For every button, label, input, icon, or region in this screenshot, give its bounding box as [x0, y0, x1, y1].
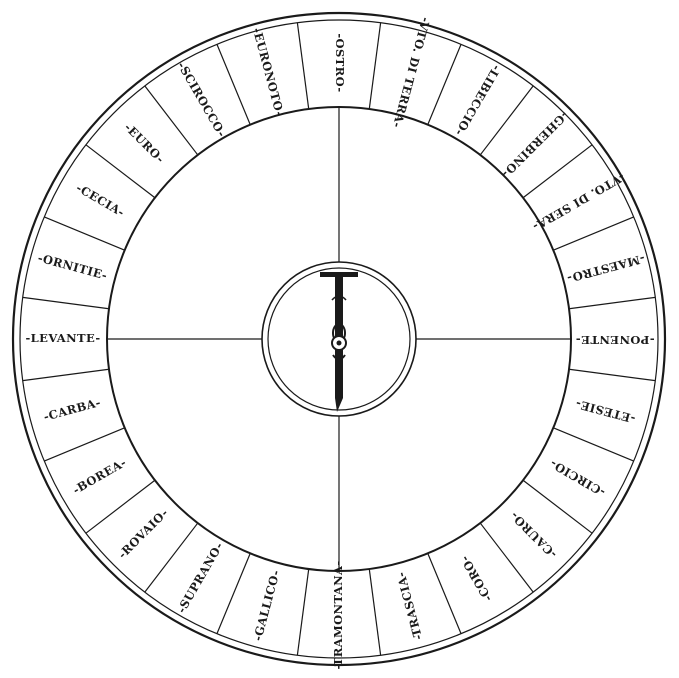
sector-divider: [569, 297, 655, 308]
wind-label: -SUPRANO-: [174, 540, 226, 616]
wind-label: -OSTRO-: [333, 33, 347, 92]
wind-label: -CAURO-: [507, 509, 560, 562]
wind-label: -CECIA-: [74, 181, 128, 220]
wind-label: -PONENTE-: [575, 333, 654, 347]
wind-label: -CIRCIO-: [547, 456, 608, 499]
wind-label: -GALLICO-: [250, 568, 282, 642]
sector-divider: [428, 553, 461, 633]
center-emblem-icon: [320, 272, 358, 412]
wind-label: -CORO-: [457, 553, 495, 604]
wind-label: -EURONOTO-: [250, 26, 287, 118]
wind-label: -LIBECCIO-: [452, 62, 504, 138]
wind-label: -LEVANTE-: [26, 331, 101, 345]
sector-divider: [217, 44, 250, 124]
sector-divider: [23, 369, 109, 380]
sector-divider: [369, 569, 380, 655]
wind-label: -ROVAIO-: [115, 506, 171, 562]
sector-divider: [428, 44, 461, 124]
sector-divider: [297, 23, 308, 109]
wind-label: -BOREA-: [70, 455, 129, 497]
wind-label: -CARBA-: [42, 395, 102, 424]
sector-divider: [44, 428, 124, 461]
wind-label: -MAESTRO-: [565, 251, 646, 285]
sector-divider: [553, 428, 633, 461]
wind-label: -VTO. DI SERA-: [530, 170, 627, 234]
wind-label: -VTO. DI TERRA-: [390, 16, 433, 130]
wind-label: -TRASCIA-: [394, 570, 426, 641]
sector-divider: [369, 23, 380, 109]
sector-divider: [44, 217, 124, 250]
sector-divider: [569, 369, 655, 380]
wind-label: -EURO-: [122, 120, 168, 166]
sector-divider: [297, 569, 308, 655]
wind-label: -ORNITIE-: [36, 251, 109, 283]
wind-label: -TRAMONTANA-: [331, 560, 345, 669]
wind-label: -SCIROCCO-: [175, 59, 229, 139]
sector-divider: [217, 553, 250, 633]
wind-label: -ETESIE-: [574, 397, 637, 426]
sector-divider: [23, 297, 109, 308]
sector-divider: [553, 217, 633, 250]
